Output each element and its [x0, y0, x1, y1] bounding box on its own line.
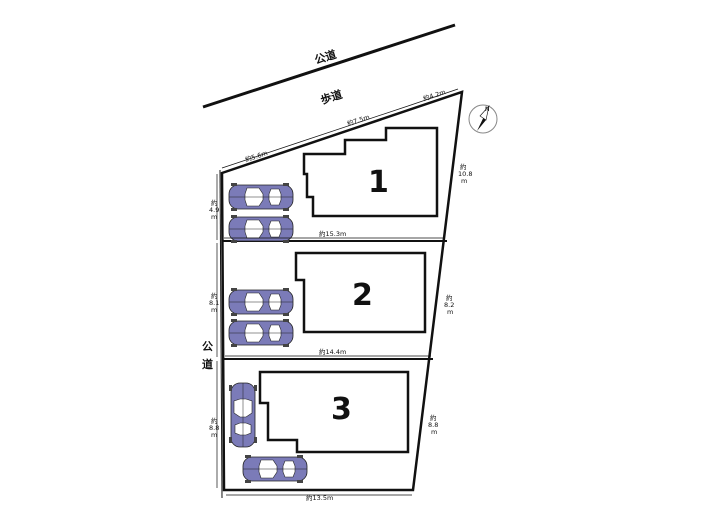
- sidewalk-label: 歩道: [319, 87, 344, 107]
- left-road-edge: [219, 169, 223, 499]
- compass: N: [468, 104, 498, 134]
- dim-right-lot1-a: 約: [460, 162, 467, 171]
- dim-right-lot1-b: 10.8: [458, 170, 472, 178]
- lot-2-number: 2: [352, 278, 373, 313]
- parking-car-2a: [228, 287, 294, 317]
- parking-car-2b: [228, 318, 294, 348]
- dim-top-mid: 約7.5m: [346, 112, 371, 128]
- dim-boundary-1-2: 約15.3m: [319, 229, 346, 238]
- parking-car-1b: [228, 214, 294, 244]
- house-2: [294, 251, 427, 334]
- north-label: N: [485, 106, 490, 113]
- dim-left-lot2-c: m: [211, 306, 217, 314]
- lot-1-number: 1: [368, 165, 389, 200]
- lot-3-number: 3: [331, 392, 352, 427]
- dim-right-lot2-b: 8.2: [444, 301, 454, 309]
- dim-left-lot1-b: 4.9: [209, 206, 219, 214]
- parking-car-3b: [242, 454, 308, 484]
- dim-right-lot3-b: 8.8: [428, 421, 438, 429]
- dim-right-lot2-c: m: [447, 308, 453, 316]
- dim-left-lot3-a: 約: [211, 416, 218, 425]
- dim-left-lot2-a: 約: [211, 291, 218, 300]
- house-3: [258, 370, 410, 454]
- top-road-label: 公道: [313, 47, 338, 67]
- dim-left-lot1-c: m: [211, 213, 217, 221]
- dim-left-lot1-a: 約: [211, 198, 218, 207]
- dim-right-lot3-c: m: [431, 428, 437, 436]
- house-1: [302, 126, 439, 218]
- dim-left-lot3-b: 8.8: [209, 424, 219, 432]
- parking-car-3a: [228, 382, 258, 448]
- dim-left-lot3-c: m: [211, 431, 217, 439]
- dim-right-lot3-a: 約: [430, 413, 437, 422]
- top-road-line: [202, 23, 456, 109]
- dim-left-lot2-b: 8.1: [209, 299, 219, 307]
- site-boundary: [220, 90, 464, 492]
- left-road-label-2: 道: [202, 357, 213, 371]
- dim-right-lot1-c: m: [461, 177, 467, 185]
- parking-car-1a: [228, 182, 294, 212]
- dim-boundary-2-3: 約14.4m: [319, 347, 346, 356]
- dimension-lines: [216, 88, 459, 496]
- left-road-label-1: 公: [202, 340, 213, 353]
- dim-right-lot2-a: 約: [446, 293, 453, 302]
- dim-bottom: 約13.5m: [306, 493, 333, 502]
